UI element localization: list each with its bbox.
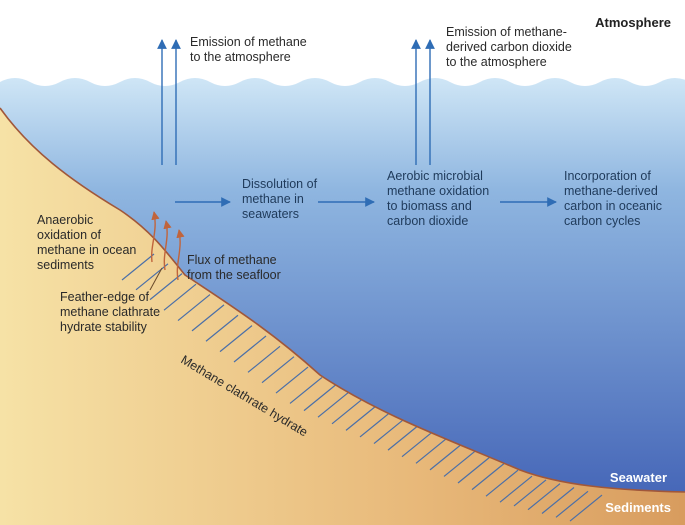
sediments-label: Sediments [605, 500, 671, 515]
hatch-line-32 [555, 490, 589, 518]
anaerobic-oxidation-label-line-1: Anaerobic [37, 213, 93, 227]
hatch-line-1 [121, 253, 155, 281]
dissolution-label-line-1: Dissolution of [242, 177, 318, 191]
hatch-line-30 [527, 483, 561, 511]
aerobic-oxidation-label-line-1: Aerobic microbial [387, 169, 483, 183]
methane-flux-label-line-2: from the seafloor [187, 268, 281, 282]
feather-edge-leader [149, 267, 163, 291]
emission-co2-label-line-2: derived carbon dioxide [446, 40, 572, 54]
hatch-line-24 [443, 449, 477, 477]
hatch-line-26 [471, 463, 505, 491]
anaerobic-oxidation-label-line-3: methane in ocean [37, 243, 136, 257]
emission-co2-label-line-3: to the atmosphere [446, 55, 547, 69]
hatch-line-17 [345, 403, 379, 431]
flux-arrow-2 [163, 220, 172, 271]
incorporation-label-line-2: methane-derived [564, 184, 658, 198]
aerobic-oxidation-label-line-2: methane oxidation [387, 184, 489, 198]
hatch-line-22 [415, 436, 449, 464]
emission-methane-label-line-2: to the atmosphere [190, 50, 291, 64]
hatch-line-8 [219, 325, 253, 353]
hatch-line-2 [135, 263, 169, 291]
hatch-line-23 [429, 443, 463, 471]
hatch-line-33 [569, 494, 603, 522]
seafloor-line [0, 107, 685, 493]
emission-co2-label-line-1: Emission of methane- [446, 25, 567, 39]
hatch-line-5 [177, 294, 211, 322]
incorporation-label-line-1: Incorporation of [564, 169, 651, 183]
flux-arrow-3 [176, 229, 185, 281]
hatch-line-19 [373, 417, 407, 445]
hatch-line-20 [387, 423, 421, 451]
hatch-line-21 [401, 430, 435, 458]
hatch-line-6 [191, 304, 225, 332]
aerobic-oxidation-label-line-3: to biomass and [387, 199, 472, 213]
hatch-line-7 [205, 314, 239, 342]
emission-co2-label: Emission of methane-derived carbon dioxi… [446, 25, 572, 69]
hatch-line-25 [457, 456, 491, 484]
dissolution-label-line-2: methane in [242, 192, 304, 206]
flux-arrow-1 [150, 211, 160, 263]
hatch-line-29 [513, 479, 547, 507]
aerobic-oxidation-label-line-4: carbon dioxide [387, 214, 468, 228]
hatch-line-16 [331, 397, 365, 425]
hatch-line-31 [541, 487, 575, 514]
seawater-label: Seawater [610, 470, 667, 485]
atmosphere-label: Atmosphere [595, 15, 671, 30]
hatch-line-28 [499, 475, 533, 503]
anaerobic-oxidation-label-line-4: sediments [37, 258, 94, 272]
hatch-line-10 [247, 345, 281, 373]
hatch-line-18 [359, 410, 393, 438]
sediment-body [0, 108, 685, 525]
feather-edge-label-line-2: methane clathrate [60, 305, 160, 319]
hatch-line-9 [233, 335, 267, 363]
hatch-line-15 [317, 390, 351, 418]
hatch-line-27 [485, 469, 519, 497]
hatch-line-4 [163, 283, 197, 311]
emission-methane-label-line-1: Emission of methane [190, 35, 307, 49]
hatch-line-3 [149, 273, 183, 301]
hatch-line-14 [303, 384, 337, 412]
feather-edge-label-line-3: hydrate stability [60, 320, 148, 334]
dissolution-label-line-3: seawaters [242, 207, 299, 221]
incorporation-label-line-4: carbon cycles [564, 214, 640, 228]
feather-edge-label-line-1: Feather-edge of [60, 290, 149, 304]
methane-flux-label-line-1: Flux of methane [187, 253, 277, 267]
incorporation-label-line-3: carbon in oceanic [564, 199, 662, 213]
hatch-line-11 [261, 356, 295, 384]
anaerobic-oxidation-label-line-2: oxidation of [37, 228, 101, 242]
hatch-line-12 [275, 366, 309, 394]
clathrate-hatching [121, 253, 603, 522]
hatch-line-13 [289, 376, 323, 404]
